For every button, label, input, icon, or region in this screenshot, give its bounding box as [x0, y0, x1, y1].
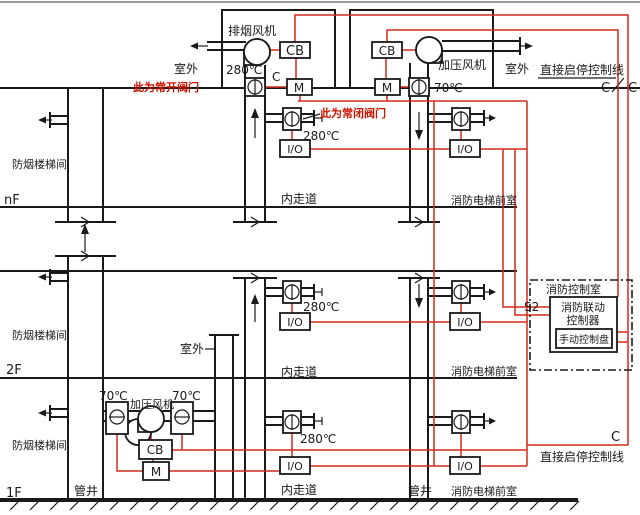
direct-line-label-bottom: 直接启停控制线: [540, 449, 624, 464]
ground-hatch: [9, 500, 580, 511]
corridor-label-nf: 内走道: [281, 192, 317, 206]
damper-lobby-nf: [451, 107, 471, 131]
linkage-controller-label-2: 控制器: [567, 313, 600, 327]
io-label: I/O: [457, 143, 473, 156]
pressure-fan-discharge: [442, 37, 533, 55]
room-labels: 排烟风机 加压风机 加压风机 室外 室外 室外 防烟楼梯间 防烟楼梯间 防烟楼梯…: [12, 24, 529, 498]
cb-box-right: CB: [371, 41, 403, 59]
io-label: I/O: [287, 316, 303, 329]
lobby-label-nf: 消防电梯前室: [451, 193, 517, 207]
temperature-labels: 280℃ 280℃ 280℃ 280℃ 70℃ 70℃ 70℃: [99, 63, 463, 446]
damper-lobby-2f: [451, 280, 471, 304]
temp-70-1f-right: 70℃: [172, 389, 201, 403]
io-label: I/O: [457, 460, 473, 473]
corridor-label-2f: 内走道: [281, 365, 317, 379]
outdoor-label-left: 室外: [174, 61, 198, 76]
io-label: I/O: [457, 316, 473, 329]
cb-label: CB: [147, 443, 164, 457]
exhaust-riser: [233, 65, 277, 500]
temp-70-roof: 70℃: [434, 81, 463, 95]
cb-label: CB: [286, 44, 304, 59]
wire-c-top-2: C: [628, 81, 637, 96]
pressure-fan-symbol: [415, 36, 443, 64]
damper-corridor-nf: [282, 107, 302, 131]
damper-lobby-1f: [451, 410, 471, 434]
cb-label: CB: [379, 44, 396, 58]
lobby-label-1f: 消防电梯前室: [451, 484, 517, 498]
damper-pressure-fan: [408, 77, 430, 97]
damper-1f-right: [170, 401, 194, 435]
damper-exhaust-fan: [244, 77, 266, 97]
stairwell-shaft: [55, 88, 116, 500]
temp-280-fanroom: 280℃: [226, 63, 262, 77]
io-box-corridor-nf: I/O: [279, 139, 311, 158]
shaft-label-left: 管井: [74, 483, 98, 498]
stairwell-label-2f: 防烟楼梯间: [12, 328, 67, 342]
exhaust-fan-label: 排烟风机: [228, 24, 276, 38]
io-box-lobby-nf: I/O: [449, 139, 481, 158]
floor-label-nf: nF: [4, 193, 20, 208]
wire-s2: S2: [524, 300, 539, 314]
cb-box-1f: CB: [138, 439, 173, 460]
control-wiring: [116, 14, 629, 472]
valve-annotations: 此为常开阀门 此为常闭阀门: [133, 80, 386, 120]
wire-c-fanroom: C: [272, 70, 280, 84]
m-label: M: [151, 465, 161, 479]
outdoor-label-right: 室外: [505, 61, 529, 76]
exhaust-fan-symbol: [243, 38, 271, 66]
wire-labels: 直接启停控制线 直接启停控制线 C C C C S2: [272, 62, 637, 464]
normally-closed-note: 此为常闭阀门: [320, 106, 386, 120]
wire-c-bottom: C: [611, 430, 620, 445]
normally-open-note: 此为常开阀门: [133, 80, 199, 94]
m-box-right: M: [374, 78, 401, 96]
floor-labels: nF 2F 1F: [4, 193, 22, 501]
temp-280-1f: 280℃: [300, 432, 336, 446]
first-floor-fan-symbol: [124, 405, 165, 446]
temp-280-nf: 280℃: [303, 129, 339, 143]
m-box-left: M: [286, 78, 313, 96]
outdoor-label-2f: 室外: [180, 341, 204, 356]
damper-1f-left: [105, 401, 129, 435]
wire-c-top-1: C: [601, 81, 610, 96]
lobby-branch-stubs: [428, 110, 496, 429]
m-label: M: [382, 81, 392, 95]
io-label: I/O: [287, 460, 303, 473]
shaft-label-right: 管井: [408, 483, 432, 498]
stairwell-label-1f: 防烟楼梯间: [12, 438, 67, 452]
pressure-fan-1f-label: 加压风机: [130, 397, 174, 411]
floor-label-1f: 1F: [6, 486, 22, 501]
io-box-lobby-2f: I/O: [449, 312, 481, 331]
m-label: M: [294, 81, 304, 95]
floor-label-2f: 2F: [6, 363, 22, 378]
io-box-lobby-1f: I/O: [449, 456, 481, 475]
control-room-label: 消防控制室: [546, 282, 601, 296]
stairwell-outlets: [38, 112, 68, 421]
fire-control-room: 消防控制室 消防联动 控制器 手动控制盘: [529, 279, 633, 371]
manual-panel-label: 手动控制盘: [559, 333, 609, 346]
floor-lines: [0, 87, 640, 511]
temp-280-2f: 280℃: [303, 300, 339, 314]
m-box-1f: M: [142, 461, 170, 481]
direct-line-label-top: 直接启停控制线: [540, 62, 624, 77]
io-label: I/O: [287, 143, 303, 156]
temp-70-1f-left: 70℃: [99, 389, 128, 403]
damper-corridor-2f: [282, 280, 302, 304]
damper-corridor-1f: [282, 410, 302, 434]
linkage-controller-label-1: 消防联动: [561, 300, 605, 314]
pressure-fan-label: 加压风机: [438, 58, 486, 72]
io-box-corridor-1f: I/O: [279, 456, 311, 475]
io-box-corridor-2f: I/O: [279, 312, 311, 331]
outdoor-intake-duct: [205, 334, 239, 500]
corridor-branch-stubs: [265, 110, 323, 429]
stairwell-label-nf: 防烟楼梯间: [12, 157, 67, 171]
cb-box-left: CB: [279, 41, 311, 59]
lobby-label-2f: 消防电梯前室: [451, 364, 517, 378]
exhaust-fan-discharge: [190, 41, 246, 51]
corridor-label-1f: 内走道: [281, 483, 317, 497]
